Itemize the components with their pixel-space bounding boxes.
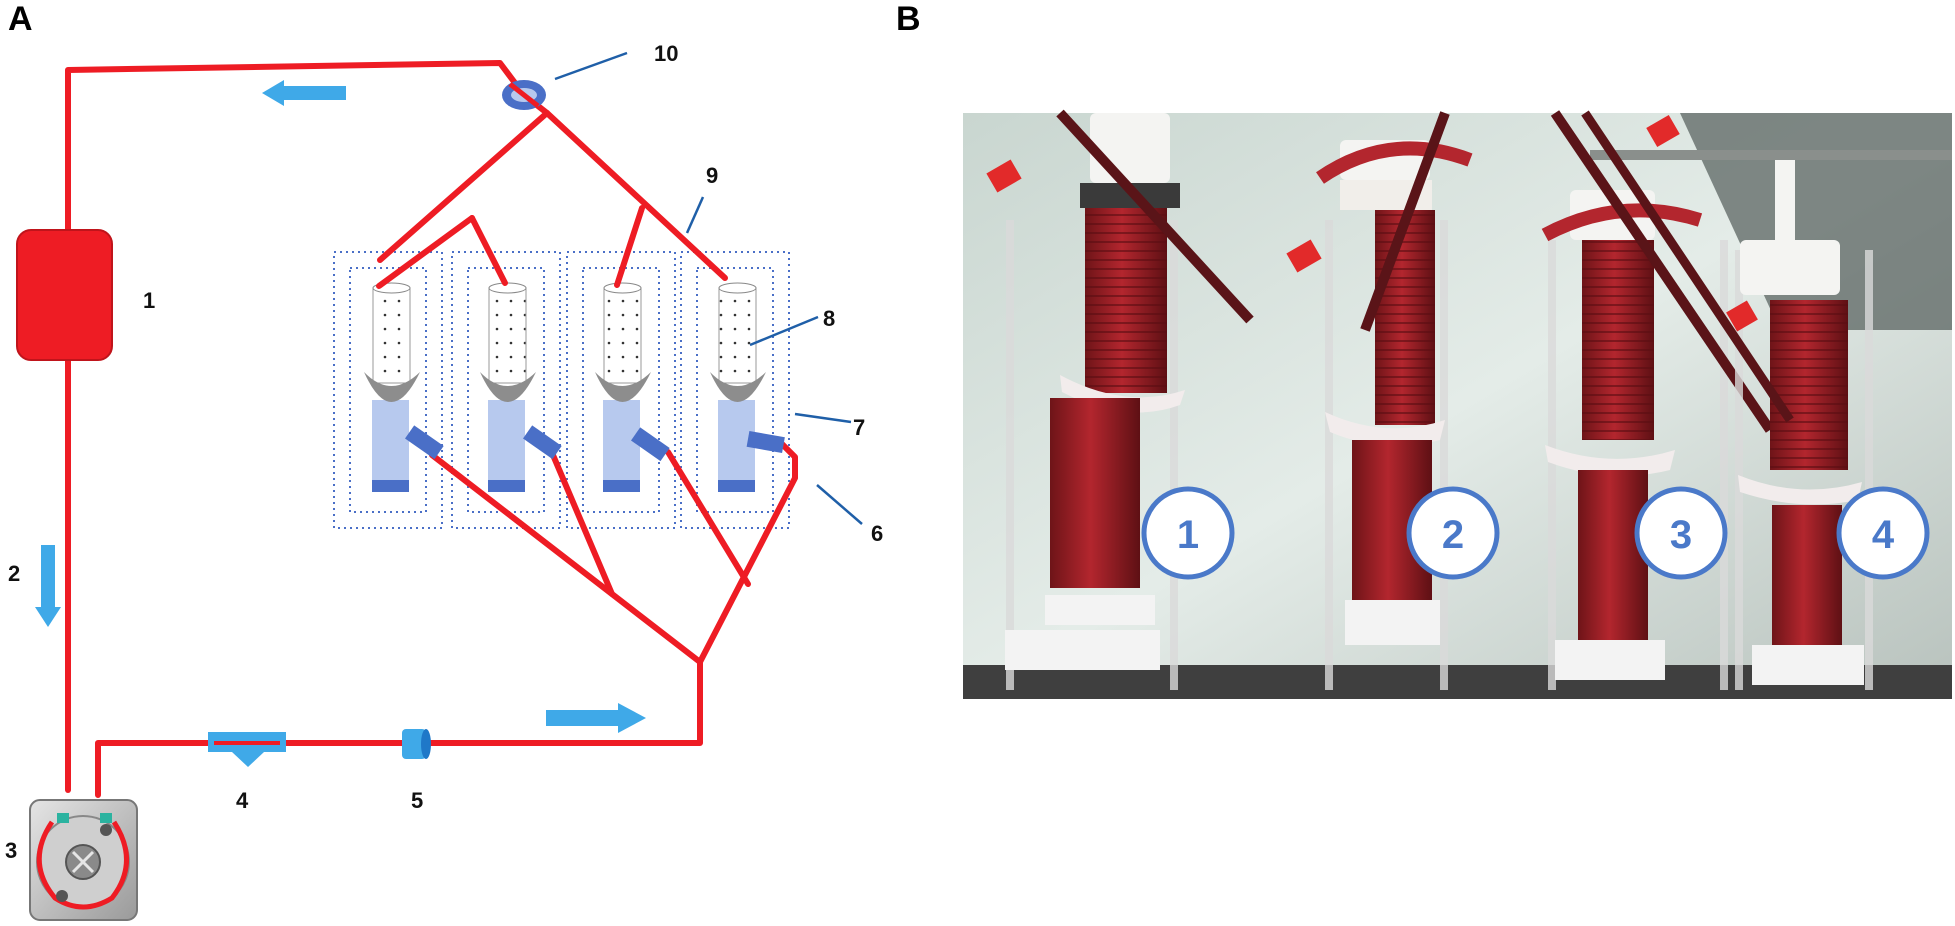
- graft-4: [710, 282, 766, 402]
- flow-arrow-top: [262, 80, 346, 106]
- label-chamber: 7: [853, 415, 865, 440]
- photo-marker-1-label: 1: [1177, 513, 1199, 557]
- photo-specimen-2: [1286, 111, 1473, 690]
- chamber-3: [603, 400, 640, 492]
- connector-icon: [402, 729, 431, 759]
- label-reservoir: 1: [143, 288, 155, 313]
- valve-icon: [502, 80, 546, 110]
- photo-marker-4: 4: [1836, 486, 1930, 580]
- panel-a-label: A: [8, 0, 33, 38]
- chamber-2: [488, 400, 525, 492]
- outlet-connectors: [405, 425, 785, 462]
- photo-marker-2-label: 2: [1442, 513, 1464, 557]
- label-trap: 4: [236, 788, 249, 813]
- photo-specimen-4: [1581, 110, 1873, 690]
- flow-arrow-left: [35, 545, 61, 627]
- label-valve: 10: [654, 41, 678, 66]
- flow-arrows: [35, 80, 646, 733]
- flow-arrow-bottom: [546, 703, 646, 733]
- photo-panel: 1 2 3 4: [963, 109, 1952, 699]
- label-flow: 2: [8, 561, 20, 586]
- photo-marker-2: 2: [1406, 486, 1500, 580]
- photo-specimen-1: [986, 109, 1254, 690]
- photo-marker-1: 1: [1141, 486, 1235, 580]
- label-graft: 8: [823, 306, 835, 331]
- chamber-1: [372, 400, 409, 492]
- graft-3: [595, 282, 651, 402]
- photo-marker-3: 3: [1634, 486, 1728, 580]
- bubble-trap-icon: [208, 732, 286, 767]
- tubing: [65, 60, 798, 798]
- graft-1: [364, 282, 420, 402]
- label-inlet-line: 9: [706, 163, 718, 188]
- chambers: [372, 400, 755, 492]
- reservoir-icon: [16, 229, 113, 361]
- photo-specimen-3: [1541, 110, 1775, 690]
- label-outlet-line: 6: [871, 521, 883, 546]
- photo-marker-3-label: 3: [1670, 513, 1692, 557]
- label-pump: 3: [5, 838, 17, 863]
- photo-marker-4-label: 4: [1872, 513, 1895, 557]
- chamber-4: [718, 400, 755, 492]
- grafts: [364, 282, 766, 402]
- roller-pump-icon: [29, 799, 138, 921]
- graft-2: [480, 282, 536, 402]
- label-connector: 5: [411, 788, 423, 813]
- leader-lines: [554, 51, 863, 525]
- panel-b-label: B: [896, 0, 921, 38]
